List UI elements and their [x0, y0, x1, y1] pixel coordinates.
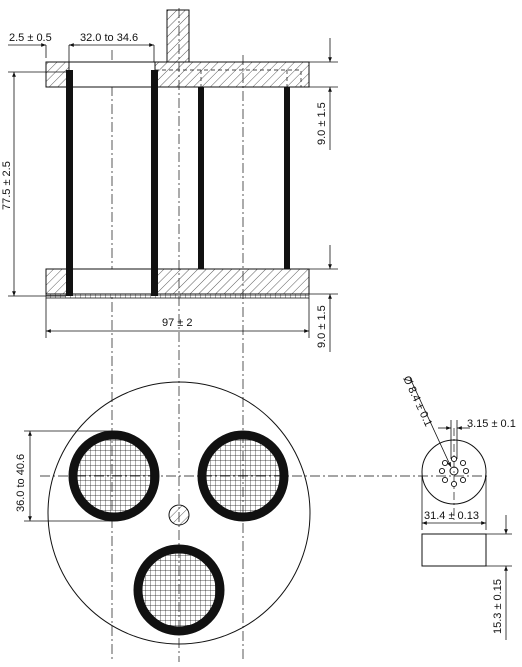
dim-width-label: 97 ± 2 — [162, 317, 193, 329]
dim-plate-bottom-label: 9.0 ± 1.5 — [316, 305, 328, 348]
basket-outline — [47, 381, 311, 645]
dim-sieve-diameter — [69, 43, 155, 62]
sieve-walls — [66, 70, 290, 296]
detail-view: Ø 8.4 ± 0.1 3.15 ± 0.1 31.4 ± 0.13 15.3 … — [400, 374, 516, 640]
bottom-plate-opening — [68, 268, 156, 295]
dim-disc-diameter-label: 31.4 ± 0.13 — [424, 510, 479, 522]
centre-rod-section — [168, 504, 190, 526]
dim-sieve-diameter-label: 32.0 to 34.6 — [80, 32, 138, 44]
dim-ring-diameter — [24, 430, 114, 522]
plan-view: 36.0 to 40.6 — [15, 381, 488, 645]
dim-rod-offset-label: 2.5 ± 0.5 — [9, 32, 52, 44]
sieve-ring-upper-left — [68, 430, 160, 522]
dim-disc-diameter — [421, 476, 487, 530]
sieve-ring-upper-right — [197, 430, 289, 522]
dim-plate-top-label: 9.0 ± 1.5 — [316, 102, 328, 145]
dim-disc-thickness — [486, 515, 512, 640]
bottom-mesh-strip — [45, 293, 310, 299]
top-plate-opening — [68, 61, 156, 88]
dim-plate-top — [309, 38, 338, 150]
dim-height-label: 77.5 ± 2.5 — [1, 161, 13, 210]
dim-bore-label: Ø 8.4 ± 0.1 — [400, 374, 434, 428]
sieve-ring-bottom — [133, 544, 225, 636]
dim-plate-bottom — [309, 245, 338, 352]
dim-hole-spacing-label: 3.15 ± 0.1 — [467, 418, 516, 430]
dim-width — [45, 298, 310, 338]
dim-height — [8, 71, 66, 297]
disc-bore — [449, 466, 459, 476]
side-view: 2.5 ± 0.5 32.0 to 34.6 77.5 ± 2.5 9.0 ± … — [1, 8, 338, 662]
disc-holes — [438, 455, 470, 488]
dim-ring-diameter-label: 36.0 to 40.6 — [15, 454, 27, 512]
handle-post — [166, 9, 190, 63]
disc-side-view — [421, 533, 487, 567]
dim-bore — [409, 377, 452, 468]
dim-hole-spacing — [438, 420, 470, 459]
dim-disc-thickness-label: 15.3 ± 0.15 — [492, 579, 504, 634]
hidden-lines — [46, 69, 309, 270]
dim-rod-offset — [8, 43, 80, 62]
